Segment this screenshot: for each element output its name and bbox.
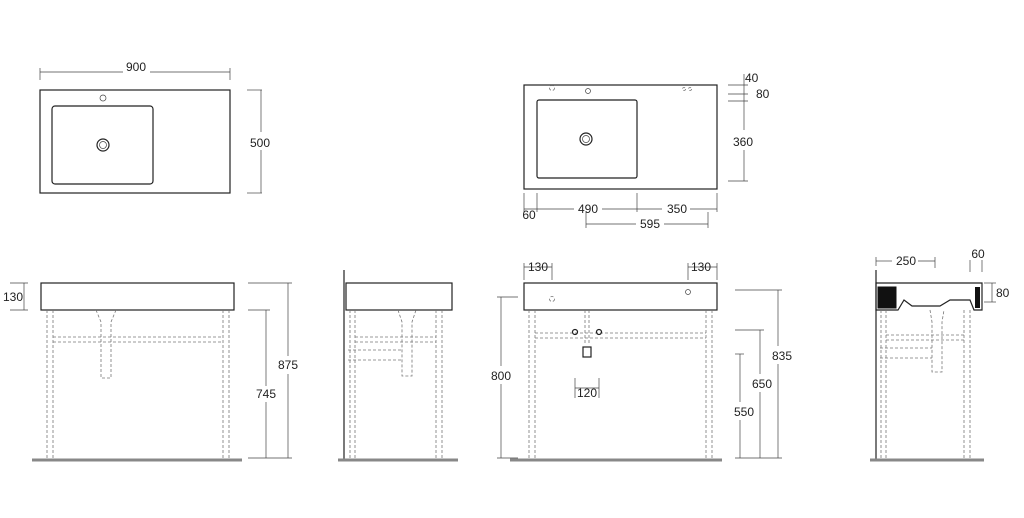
dim-360: 360 [733, 135, 753, 149]
dim-650: 650 [752, 377, 772, 391]
plan-view-right: 40 80 360 60 490 350 595 [522, 71, 769, 231]
basin-outline [39, 89, 231, 194]
side-elevation-center [338, 270, 458, 462]
tap-hole [99, 94, 107, 102]
dim-130-right: 130 [691, 260, 711, 274]
dim-875: 875 [278, 358, 298, 372]
basin-section [875, 282, 983, 311]
bowl-outline [536, 99, 638, 179]
dim-130-left: 130 [528, 260, 548, 274]
dim-745: 745 [256, 387, 276, 401]
dim-250: 250 [896, 254, 916, 268]
fix-hole-left [549, 85, 555, 91]
dim-595: 595 [640, 217, 660, 231]
tap-hole [585, 88, 591, 94]
dim-800: 800 [491, 369, 511, 383]
section-view-right: 250 60 80 [870, 247, 1010, 462]
dim-490: 490 [578, 202, 598, 216]
drain-inner [582, 135, 590, 143]
dim-80: 80 [756, 87, 770, 101]
drain-inner [99, 141, 107, 149]
basin-body [345, 282, 453, 311]
basin-body [523, 282, 718, 311]
dim-60: 60 [522, 208, 536, 222]
bowl-outline [51, 105, 154, 185]
dim-835: 835 [772, 349, 792, 363]
drain-outer [579, 132, 593, 146]
dim-350: 350 [667, 202, 687, 216]
dim-120: 120 [577, 386, 597, 400]
drain-outer [96, 138, 110, 152]
front-elevation-right: 130 130 120 800 835 650 550 [491, 260, 792, 462]
dim-80-side: 80 [996, 286, 1010, 300]
front-elevation-left: 130 875 745 [3, 282, 298, 462]
dim-40: 40 [745, 71, 759, 85]
dim-depth-500: 500 [250, 136, 270, 150]
dim-width-900: 900 [126, 60, 146, 74]
basin-body [40, 282, 235, 311]
dim-60-side: 60 [971, 247, 985, 261]
basin-outline [523, 84, 718, 190]
plan-view-left: 900 500 [39, 60, 270, 194]
dim-130: 130 [3, 290, 23, 304]
dim-550: 550 [734, 405, 754, 419]
